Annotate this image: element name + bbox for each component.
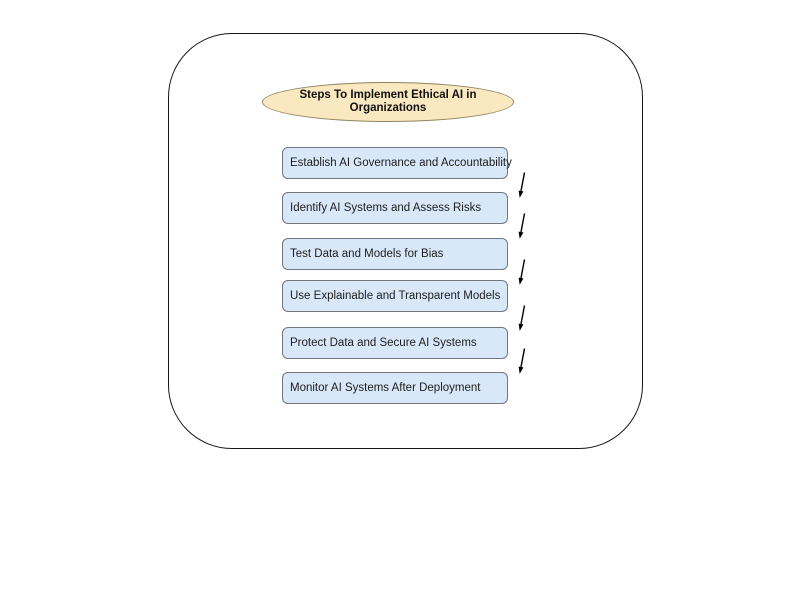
down-arrow-icon [518,348,526,374]
down-arrow-icon [518,305,526,331]
step-box-test-bias: Test Data and Models for Bias [282,238,508,270]
step-label: Protect Data and Secure AI Systems [290,337,477,349]
step-label: Establish AI Governance and Accountabili… [290,157,512,169]
step-box-protect-data: Protect Data and Secure AI Systems [282,327,508,359]
diagram-outer-frame: Steps To Implement Ethical AI in Organiz… [168,33,643,449]
step-label: Identify AI Systems and Assess Risks [290,202,482,214]
step-box-explainable-models: Use Explainable and Transparent Models [282,280,508,312]
diagram-title: Steps To Implement Ethical AI in Organiz… [299,88,477,115]
down-arrow-icon [518,172,526,198]
step-box-identify-systems: Identify AI Systems and Assess Risks [282,192,508,224]
step-box-monitor-systems: Monitor AI Systems After Deployment [282,372,508,404]
step-label: Test Data and Models for Bias [290,248,444,260]
down-arrow-icon [518,213,526,239]
step-box-establish-governance: Establish AI Governance and Accountabili… [282,147,512,179]
step-label: Monitor AI Systems After Deployment [290,382,481,394]
title-ellipse: Steps To Implement Ethical AI in Organiz… [262,82,514,122]
step-label: Use Explainable and Transparent Models [290,290,501,302]
down-arrow-icon [518,259,526,285]
